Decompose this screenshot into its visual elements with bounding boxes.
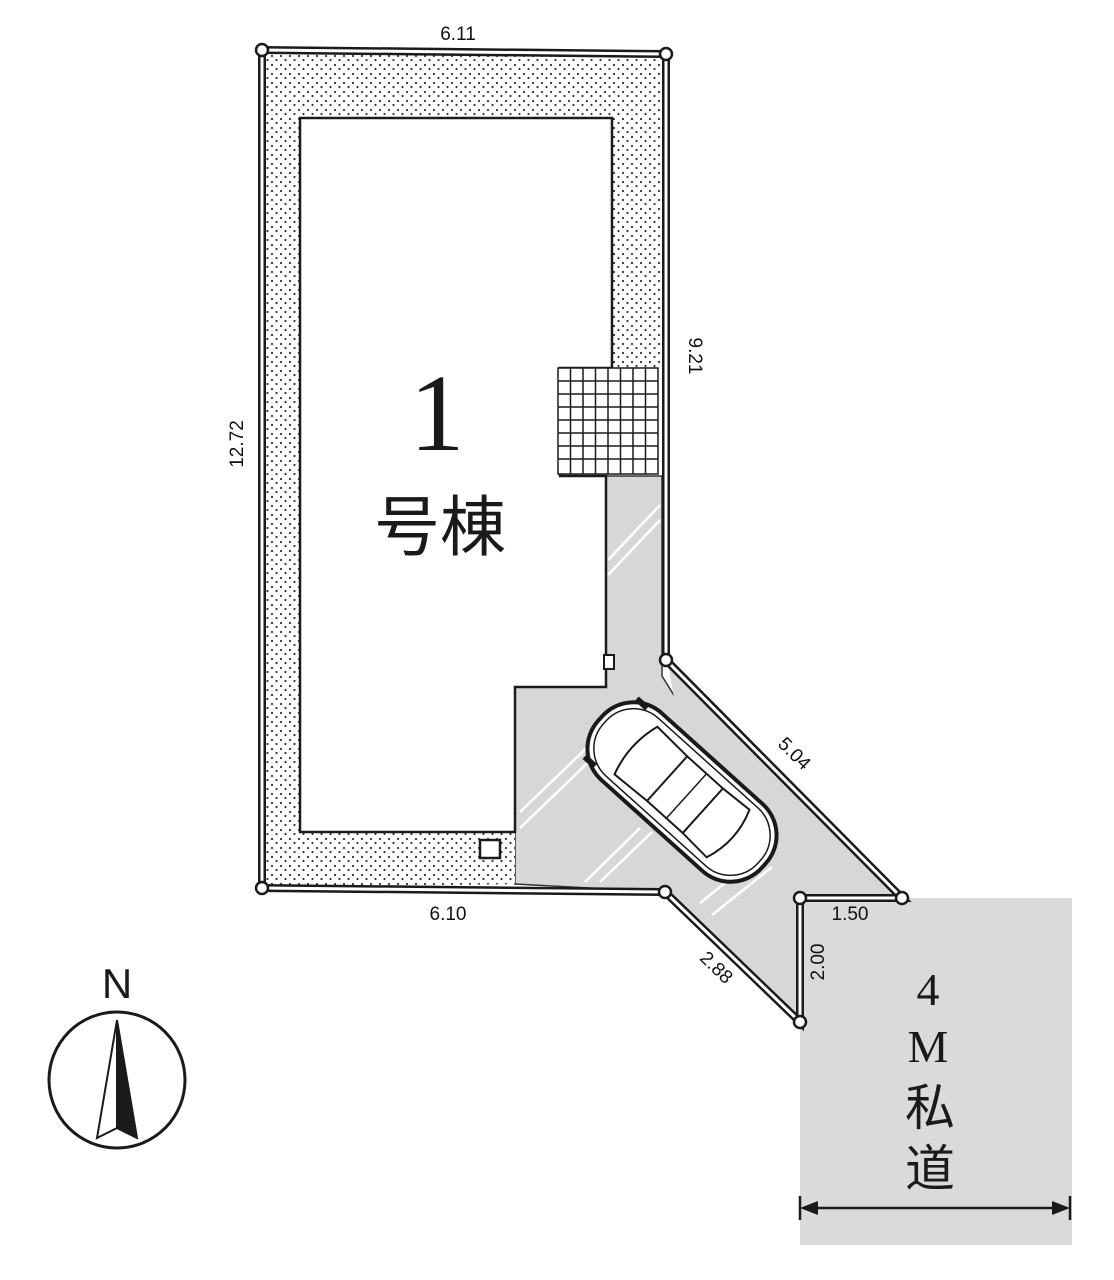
deck-grid [557, 367, 659, 475]
meter-box [478, 838, 502, 860]
corner-markers [254, 42, 910, 1030]
private-road [800, 898, 1072, 1245]
compass-needle-right [116, 1019, 139, 1140]
road-width-unit: M [908, 1021, 949, 1072]
unit-suffix: 号棟 [374, 492, 506, 565]
dim-road-edge: 1.50 [832, 904, 869, 925]
house-footprint [298, 116, 614, 834]
dim-top: 6.11 [440, 24, 476, 45]
road-width-arrow [798, 1196, 1072, 1220]
unit-number: 1 [410, 352, 465, 474]
dim-left: 12.72 [227, 420, 248, 468]
dim-diagonal-upper: 5.04 [773, 734, 814, 775]
road-type-char-2: 道 [905, 1141, 955, 1197]
road-width-number: 4 [917, 964, 940, 1015]
compass-label: N [102, 960, 132, 1007]
road-type-char-1: 私 [905, 1080, 955, 1136]
car-icon [582, 696, 779, 884]
compass: N [47, 960, 187, 1150]
dim-road-side: 2.00 [808, 944, 829, 981]
dim-bottom: 6.10 [430, 904, 467, 925]
garden-band [262, 50, 666, 888]
outlet-box [603, 654, 615, 670]
dim-right: 9.21 [684, 338, 705, 375]
